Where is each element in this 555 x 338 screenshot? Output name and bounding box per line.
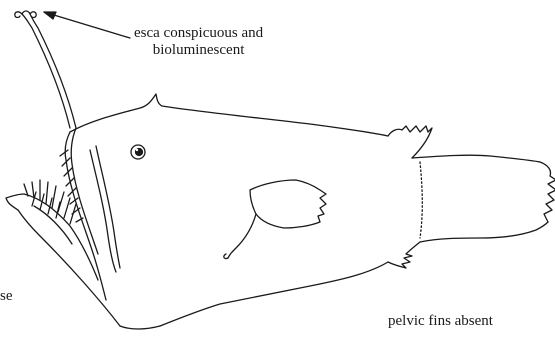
left-fragment-label: se [0, 288, 20, 305]
esca-arrow [44, 12, 130, 38]
illicium [22, 14, 76, 128]
esca-label-line2: bioluminescent [134, 42, 263, 59]
filament [224, 214, 256, 259]
pectoral-fin [250, 180, 326, 228]
tail-base-line [420, 162, 422, 238]
pelvic-label: pelvic fins absent [388, 313, 493, 330]
mouth [24, 128, 120, 300]
esca-label: esca conspicuous and bioluminescent [134, 25, 263, 59]
esca [15, 11, 36, 18]
eye [131, 145, 145, 159]
body-outline [6, 94, 555, 329]
esca-label-line1: esca conspicuous and [134, 25, 263, 42]
